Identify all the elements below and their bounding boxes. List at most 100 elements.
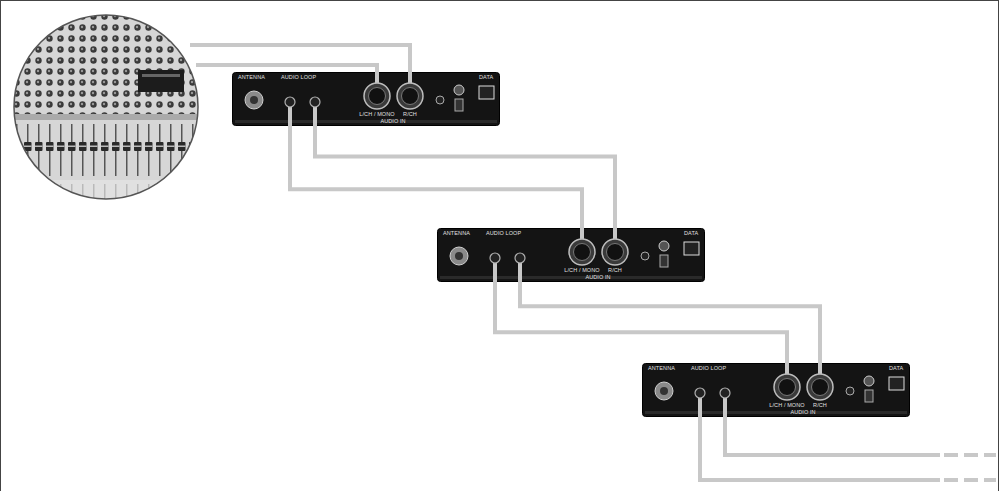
antenna-socket [245,91,263,109]
mixer-display [138,70,184,92]
panel-label: DATA [684,230,698,236]
xlr-jack [807,374,833,400]
xlr-jack-inner [812,379,829,396]
mixer-display-line [142,74,180,77]
loop-jack [490,253,500,263]
xlr-jack-inner [369,88,386,105]
receiver-unit: ANTENNA AUDIO LOOP L/CH / MONO R/CHAUDIO IN… [642,363,910,417]
power-socket [864,376,874,386]
cable-stub [613,228,617,240]
panel-label: AUDIO IN [380,118,405,124]
cable-stub [493,262,497,282]
panel-label: L/CH / MONO [359,111,394,117]
cable [190,45,410,72]
audio-loop-cable [315,126,615,228]
data-port [889,377,904,390]
mixer-faders [10,120,210,210]
receiver-unit: ANTENNA AUDIO LOOP L/CH / MONO R/CHAUDIO IN… [437,228,705,282]
cable-stub [580,228,584,240]
mixer-divider [10,114,210,120]
mixer-front-edge [10,180,210,210]
power-switch [865,390,873,402]
xlr-jack-inner [607,244,624,261]
rear-panel [642,363,910,417]
panel-label: R/CH [813,402,827,408]
line-jack [846,387,854,395]
housing [438,229,705,282]
cable-continues [944,453,996,457]
cable-stub [518,262,522,282]
panel-label: AUDIO LOOP [281,74,316,80]
loop-jack [695,388,705,398]
loop-jack [285,97,295,107]
cable-stub [785,363,789,375]
cable-stub [698,397,702,417]
loop-jack [310,97,320,107]
panel-label: AUDIO IN [585,274,610,280]
line-jack [641,252,649,260]
power-switch [455,99,463,111]
panel-label: L/CH / MONO [564,267,599,273]
panel-label: L/CH / MONO [769,402,804,408]
panel-label: AUDIO LOOP [691,365,726,371]
cable-stub [408,72,412,84]
antenna-socket [450,247,468,265]
panel-label: ANTENNA [648,365,675,371]
data-port [684,242,699,255]
cable-continues [944,478,996,482]
antenna-socket-core [455,252,463,260]
power-switch [660,255,668,267]
receiver-unit: ANTENNA AUDIO LOOP L/CH / MONO R/CHAUDIO IN… [232,72,500,126]
mixer-knobs [10,14,210,114]
panel-band [235,120,497,123]
audio-loop-cable [495,282,787,363]
panel-label: ANTENNA [238,74,265,80]
xlr-jack [569,239,595,265]
panel-band [645,411,907,414]
housing [643,364,910,417]
cable-stub [723,397,727,417]
housing [233,73,500,126]
mixer-surface [10,10,210,210]
rear-panel [437,228,705,282]
panel-label: R/CH [608,267,622,273]
xlr-jack-inner [402,88,419,105]
panel-label: DATA [889,365,903,371]
antenna-socket-core [660,387,668,395]
panel-label: AUDIO IN [790,409,815,415]
panel-band [440,276,702,279]
panel-label: DATA [479,74,493,80]
cable-stub [288,106,292,126]
data-port [479,86,494,99]
panel-label: AUDIO LOOP [486,230,521,236]
audio-loop-cable [290,126,582,228]
panel-label: R/CH [403,111,417,117]
power-socket [659,241,669,251]
mixer-outline [14,15,198,199]
xlr-jack [364,83,390,109]
panel-label: ANTENNA [443,230,470,236]
cable-stub [313,106,317,126]
mixer-illustration [10,10,210,210]
antenna-socket-core [250,96,258,104]
power-socket [454,85,464,95]
line-jack [436,96,444,104]
xlr-jack [397,83,423,109]
antenna-socket [655,382,673,400]
loop-jack [720,388,730,398]
loop-jack [515,253,525,263]
xlr-jack-inner [779,379,796,396]
cable [196,65,377,72]
xlr-jack-inner [574,244,591,261]
cable [725,417,940,455]
cable-stub [375,72,379,84]
audio-loop-cable [520,282,820,363]
cable-stub [818,363,822,375]
xlr-jack [774,374,800,400]
rear-panel [232,72,500,126]
xlr-jack [602,239,628,265]
cable [700,417,940,480]
